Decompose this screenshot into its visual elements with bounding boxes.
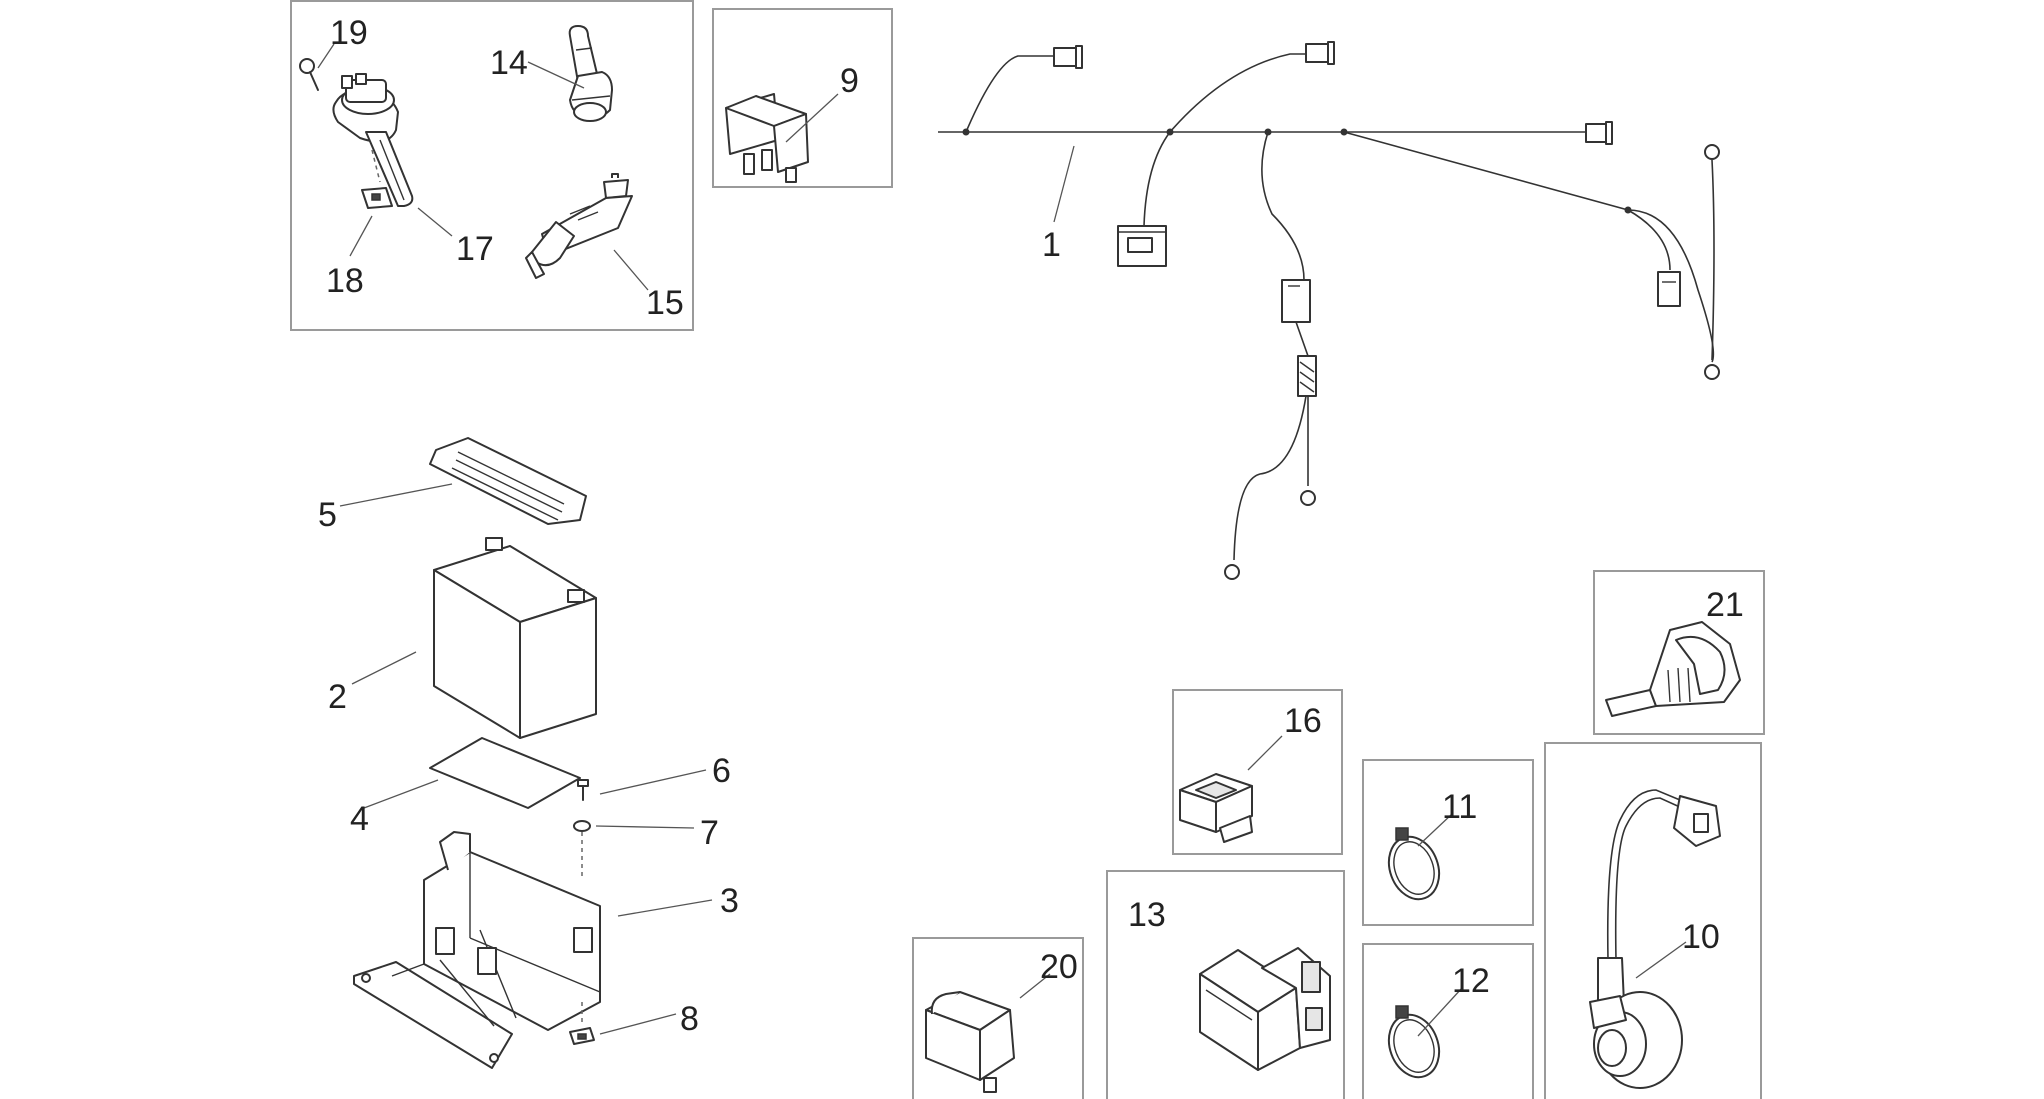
label-15: 15 [646,284,684,322]
label-9: 9 [840,62,859,100]
label-6: 6 [712,752,731,790]
label-16: 16 [1284,702,1322,740]
battery-tray-drawing [353,831,601,1069]
relay-20-box [912,937,1084,1099]
spark-plug-cap-drawing [568,25,613,122]
control-unit-13-box [1106,870,1345,1099]
battery-pad-drawing [429,737,581,809]
ignition-group-box [290,0,694,331]
label-13: 13 [1128,896,1166,934]
cable-tie-11-box [1362,759,1534,926]
label-7: 7 [700,814,719,852]
speed-sensor-10-box [1544,742,1762,1099]
label-8: 8 [680,1000,699,1038]
clip-nut-8-drawing [569,1002,595,1045]
battery-group [339,437,713,1069]
ignition-coil-drawing [332,73,414,207]
label-1: 1 [1042,226,1061,264]
clip-nut-18-drawing [361,187,393,209]
label-19: 19 [330,14,368,52]
washer-7-drawing [573,820,591,880]
label-3: 3 [720,882,739,920]
battery-drawing [433,537,597,739]
label-21: 21 [1706,586,1744,624]
label-17: 17 [456,230,494,268]
label-2: 2 [328,678,347,716]
battery-strap-drawing [429,437,587,525]
relay-9-box [712,8,893,188]
cable-holder-21-box [1593,570,1765,735]
wiring-harness-drawing [938,41,1720,580]
label-11: 11 [1442,788,1477,826]
reference-numbers: 1 2 3 4 5 6 7 8 9 10 11 12 13 14 15 16 1… [318,14,1744,1038]
label-5: 5 [318,496,337,534]
connector-cover-16-box [1172,689,1343,855]
label-14: 14 [490,44,528,82]
spark-plug-drawing [525,173,633,279]
cable-tie-12-box [1362,943,1534,1099]
label-12: 12 [1452,962,1490,1000]
screw-6-drawing [577,779,589,801]
label-20: 20 [1040,948,1078,986]
screw-19-drawing [299,58,319,91]
label-18: 18 [326,262,364,300]
label-10: 10 [1682,918,1720,956]
label-4: 4 [350,800,369,838]
